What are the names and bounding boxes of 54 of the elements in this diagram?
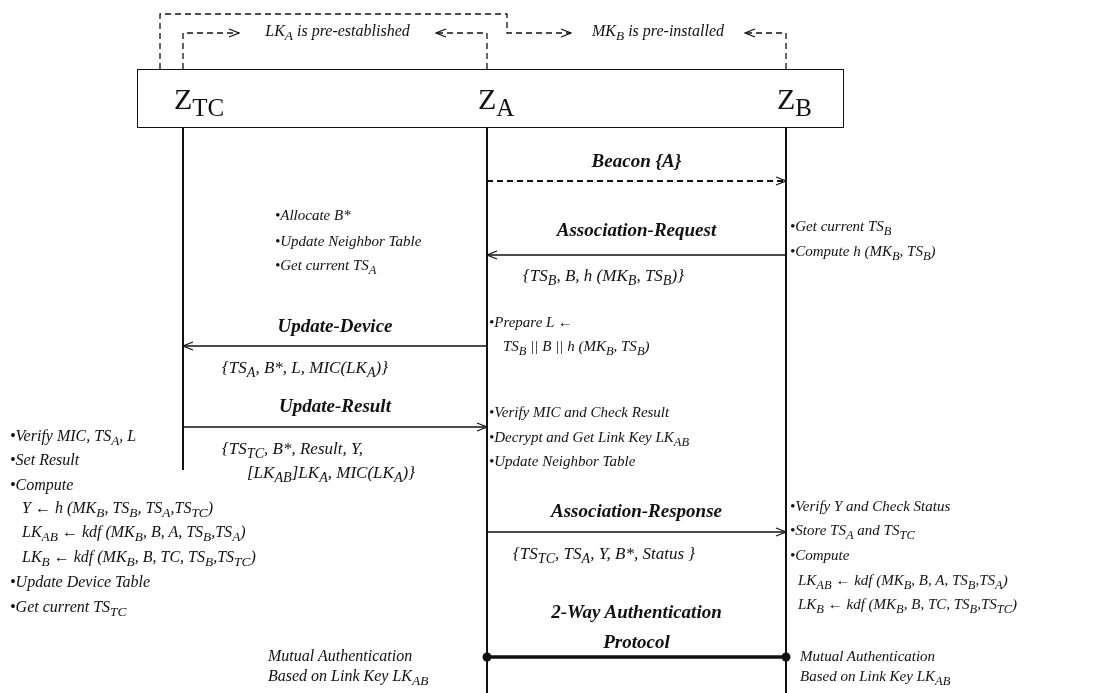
annotation-text: LK$_{B}$ ← kdf (MK$_{B}$, B, TC, TS$_{B}$,TS$_{TC}$) <box>798 595 1018 618</box>
note-text: MK$_{B}$ is pre-installed <box>592 21 724 45</box>
entity-header-box <box>137 69 844 128</box>
dashed-arrow <box>435 28 488 70</box>
annotation-text: {TS$_{A}$, B*, L, MIC(LK$_{A}$)} <box>222 358 388 383</box>
message-label: Beacon {A} <box>590 149 683 173</box>
annotation-text: LK$_{AB}$ ← kdf (MK$_{B}$, B, A, TS$_{B}$,TS$_{A}$) <box>798 571 1008 594</box>
annotation-text: •Get current TS$_{A}$ <box>275 256 377 279</box>
lifeline <box>486 128 488 693</box>
message-arrow <box>486 250 787 260</box>
annotation-text: TS$_{B}$ || B || h (MK$_{B}$, TS$_{B}$) <box>503 337 650 360</box>
annotation-text: •Allocate B* <box>275 206 351 225</box>
annotation-text: •Verify MIC, TS$_{A}$, L <box>10 426 137 451</box>
annotation-text: •Verify MIC and Check Result <box>489 403 670 422</box>
dashed-arrow <box>744 28 787 70</box>
annotation-text: •Set Result <box>10 450 80 470</box>
annotation-text: [LK$_{AB}$]LK$_{A}$, MIC(LK$_{A}$)} <box>247 463 416 488</box>
message-arrow <box>182 422 488 432</box>
entity-name: Z$_{A}$ <box>478 82 515 122</box>
annotation-text: LK$_{B}$ ← kdf (MK$_{B}$, B, TC, TS$_{B}$,TS$_{TC}$) <box>22 547 256 572</box>
message-label: Association-Request <box>555 218 718 242</box>
annotation-text: •Prepare L ← <box>489 313 573 332</box>
annotation-text: •Update Neighbor Table <box>275 232 422 251</box>
annotation-text: Mutual Authentication Based on Link Key LK$_{AB}$ <box>268 646 430 691</box>
annotation-text: {TS$_{TC}$, TS$_{A}$, Y, B*, Status } <box>513 544 696 569</box>
annotation-text: Y ← h (MK$_{B}$, TS$_{B}$, TS$_{A}$,TS$_{TC}$) <box>22 498 214 523</box>
annotation-text: •Get current TS$_{TC}$ <box>10 597 127 622</box>
message-arrow <box>486 176 787 186</box>
message-label: Update-Result <box>278 394 393 418</box>
annotation-text: •Compute <box>10 475 74 495</box>
message-label: Association-Response <box>549 499 723 523</box>
annotation-text: •Get current TS$_{B}$ <box>790 217 892 240</box>
note-text: LK$_{A}$ is pre-established <box>265 21 410 45</box>
annotation-text: LK$_{AB}$ ← kdf (MK$_{B}$, B, A, TS$_{B}$,TS$_{A}$) <box>22 522 246 547</box>
lifeline <box>785 128 787 693</box>
annotation-text: •Decrypt and Get Link Key LK$_{AB}$ <box>489 428 690 451</box>
message-label: Update-Device <box>276 314 394 338</box>
entity-name: Z$_{B}$ <box>777 82 812 122</box>
message-arrow <box>486 527 787 537</box>
annotation-text: Mutual Authentication Based on Link Key LK$_{AB}$ <box>800 647 952 690</box>
annotation-text: •Compute h (MK$_{B}$, TS$_{B}$) <box>790 242 936 265</box>
annotation-text: •Compute <box>790 546 850 565</box>
annotation-text: •Verify Y and Check Status <box>790 497 951 516</box>
annotation-text: {TS$_{TC}$, B*, Result, Y, <box>222 439 364 464</box>
entity-name: Z$_{TC}$ <box>174 82 225 122</box>
annotation-text: •Store TS$_{A}$ and TS$_{TC}$ <box>790 521 915 544</box>
dashed-arrow <box>182 28 240 70</box>
annotation-text: •Update Neighbor Table <box>489 452 636 471</box>
message-arrow <box>182 341 488 351</box>
dashed-arrow <box>159 13 572 70</box>
annotation-text: {TS$_{B}$, B, h (MK$_{B}$, TS$_{B}$)} <box>523 266 684 291</box>
message-label: 2-Way Authentication Protocol <box>550 600 723 654</box>
annotation-text: •Update Device Table <box>10 572 151 592</box>
lifeline <box>182 128 184 470</box>
